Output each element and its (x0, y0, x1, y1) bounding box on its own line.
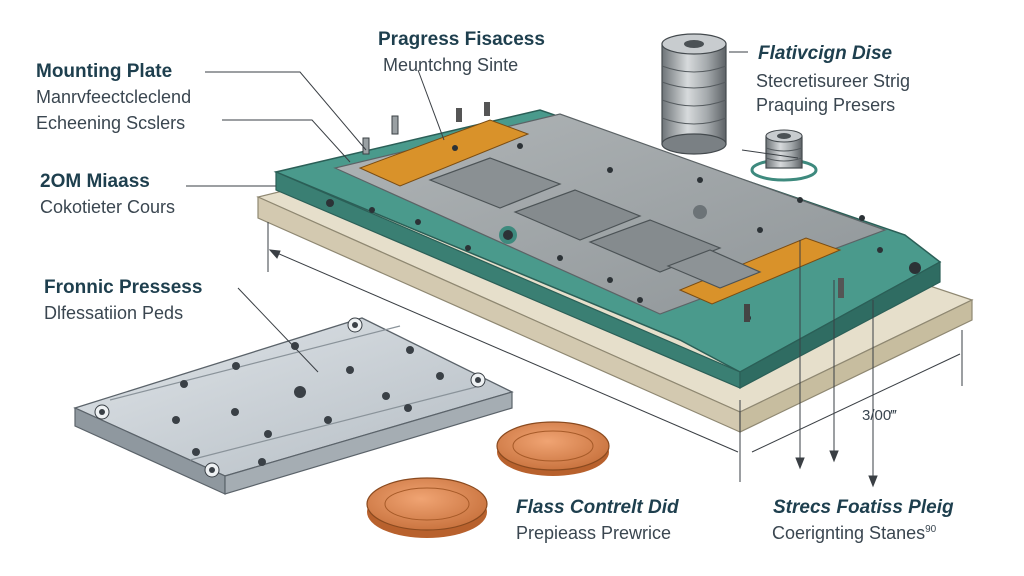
mass-title: 2OM Miaass (40, 171, 150, 192)
dimension-label: 3/00‴ (862, 408, 897, 423)
flativcign-line2: Praquing Presers (756, 95, 896, 115)
strecs-sub-sup: 90 (925, 524, 937, 535)
pocket-2 (513, 189, 642, 241)
strecs-sub: Coerignting Stanes90 (772, 524, 936, 542)
strecs-title: Strecs Foatiss Pleig (773, 497, 954, 518)
copper-strip-left (358, 119, 530, 187)
flativcign-title: Flativcign Dise (758, 43, 893, 64)
dimension-lines (267, 222, 963, 488)
copper-coin-back (496, 421, 610, 476)
mounting-plate-title: Mounting Plate (36, 61, 173, 82)
fronnic-sub: Dlfessatiion Peds (44, 303, 184, 323)
fixture-assembly (256, 102, 974, 433)
leader-lines (186, 51, 799, 373)
progress-title: Pragress Fisacess (378, 29, 545, 50)
pad-holes (94, 317, 486, 478)
stacked-cylinder-disc (661, 33, 727, 155)
progress-sub: Meuntchng Sinte (383, 55, 519, 75)
fronnic-title: Fronnic Pressess (44, 277, 203, 298)
mounting-plate-line2: Echeening Scslers (36, 113, 186, 133)
dissipation-pad (73, 317, 514, 495)
pocket-1 (428, 157, 562, 209)
main-plate (273, 102, 942, 389)
plate-holes (326, 143, 921, 321)
small-spring-disc (750, 129, 818, 182)
mass-sub: Cokotieter Cours (40, 197, 176, 217)
dimension-unit: ‴ (891, 407, 897, 424)
flativcign-line1: Stecretisureer Strig (756, 71, 911, 91)
dimension-value: 3/00 (862, 407, 892, 424)
flass-title: Flass Contrelt Did (516, 497, 679, 518)
pocket-4 (666, 249, 762, 289)
flass-sub: Prepieass Prewrice (516, 523, 672, 543)
mounting-plate-line1: Manrvfeectcleclеnd (36, 87, 192, 107)
copper-coin-front (366, 477, 488, 538)
strecs-sub-text: Coerignting Stanes (772, 523, 926, 543)
